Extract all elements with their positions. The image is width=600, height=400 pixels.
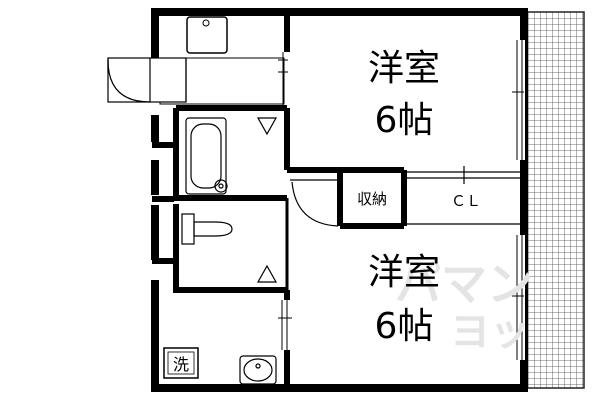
washer-space [163,347,199,379]
entrance-door [107,57,187,103]
closet-label: ＣＬ [451,192,481,210]
washer-label: 洗 [173,355,189,374]
closet-outline [404,166,524,225]
upper-room-name: 洋室 [368,48,440,89]
interior-walls [173,12,407,388]
toilet [181,213,233,245]
upper-room-size: 6帖 [375,100,434,141]
balcony [525,11,585,389]
lower-room-name: 洋室 [368,252,440,293]
wash-basin [239,355,277,385]
hall-door [290,179,339,227]
drain-triangle-bath [256,117,278,136]
lower-room-size: 6帖 [375,306,434,347]
storage-label: 収納 [357,190,387,208]
watermark-line1: パマン [395,257,533,311]
exterior-walls [151,8,528,392]
watermark-line2: ヨッ [450,309,530,355]
bathtub [185,117,228,195]
kitchen-counter [186,16,228,54]
drain-triangle-toilet [256,264,278,283]
